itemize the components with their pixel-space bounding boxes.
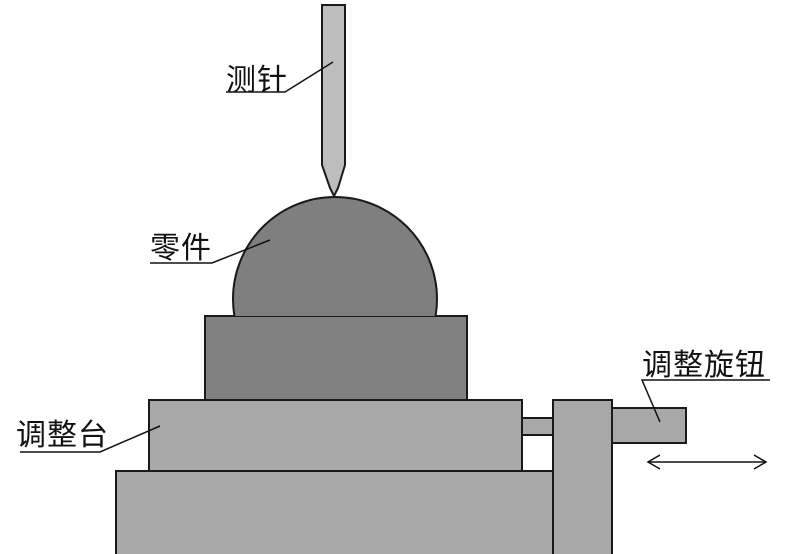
probe xyxy=(321,4,346,199)
part-hemisphere xyxy=(232,196,438,316)
part-leader-line xyxy=(150,239,271,264)
adjust-knob-label: 调整旋钮 xyxy=(642,348,766,383)
knob-leader-line xyxy=(640,379,770,423)
part-label: 零件 xyxy=(150,231,212,266)
adjust-knob xyxy=(611,407,687,444)
adjust-stage xyxy=(148,399,523,472)
probe-label: 测针 xyxy=(226,63,288,98)
double-arrow-icon xyxy=(646,454,768,470)
adjust-stage-label: 调整台 xyxy=(16,418,109,453)
stage-leader-line xyxy=(20,425,161,453)
probe-leader-line xyxy=(226,61,334,93)
part-holder-block xyxy=(204,315,468,401)
knob-bracket xyxy=(552,399,613,554)
adjust-rod xyxy=(521,417,554,436)
base-block xyxy=(115,470,554,554)
